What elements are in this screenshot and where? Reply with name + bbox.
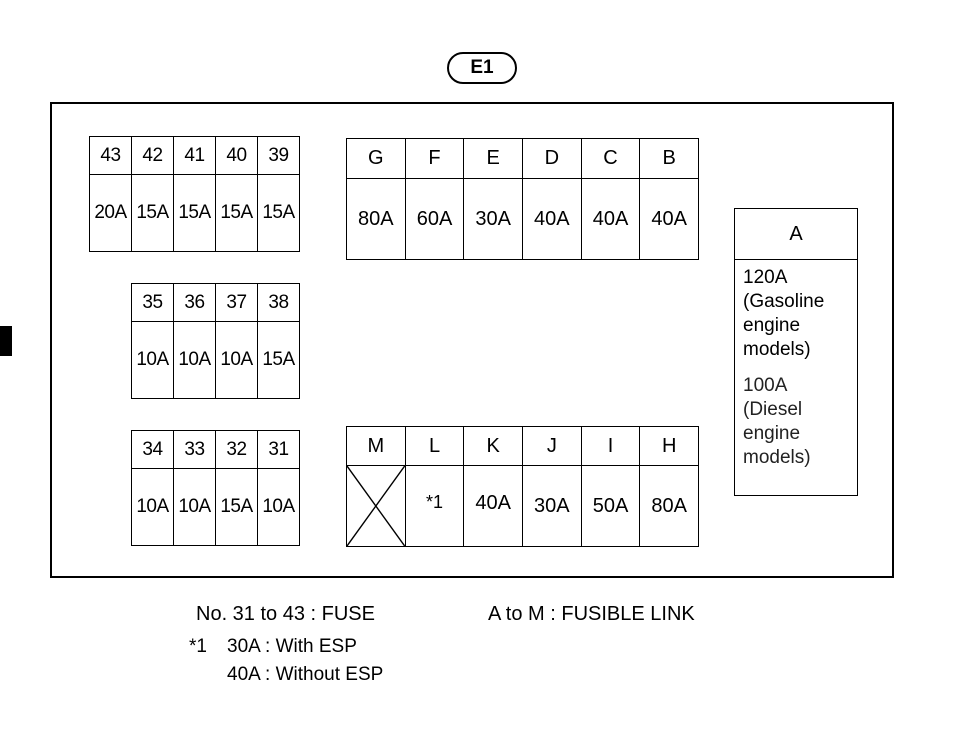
fuse-rating: 10A	[262, 496, 295, 517]
fuse-rating: 15A	[174, 175, 216, 251]
legend-fuse: No. 31 to 43 : FUSE	[196, 603, 375, 625]
link-letter: E	[464, 139, 524, 178]
link-letter: K	[464, 427, 524, 465]
fuse-number: 33	[174, 431, 216, 468]
edge-marker	[0, 326, 12, 356]
link-letter: B	[662, 147, 676, 169]
fuse-box-outline	[50, 102, 894, 578]
fuse-rating: 10A	[174, 469, 216, 545]
fuse-rating: 20A	[90, 175, 132, 251]
link-a-gasoline-line: engine	[743, 315, 801, 336]
link-a-diesel: 100A (Diesel engine models)	[743, 374, 857, 470]
link-letter: G	[347, 139, 406, 178]
link-letter: M	[347, 427, 406, 465]
link-a-gasoline-line: models)	[743, 339, 811, 360]
fuse-rating-row: 10A 10A 10A 15A	[132, 322, 299, 398]
fuse-rating: 10A	[132, 469, 174, 545]
legend-fusible-link: A to M : FUSIBLE LINK	[488, 603, 695, 625]
link-a-gasoline-rating: 120A	[743, 267, 788, 288]
link-block-a: A 120A (Gasoline engine models) 100A (Di…	[734, 208, 858, 496]
fuse-block-35-38: 35 36 37 38 10A 10A 10A 15A	[131, 283, 300, 399]
fuse-rating: 10A	[216, 322, 258, 398]
link-a-diesel-line: engine	[743, 423, 801, 444]
link-letter: D	[523, 139, 582, 178]
fuse-block-34-31: 34 33 32 31 10A 10A 15A 10A	[131, 430, 300, 546]
fuse-number: 39	[268, 144, 289, 166]
fuse-rating: 15A	[262, 202, 295, 223]
fuse-number: 35	[132, 284, 174, 321]
fuse-number: 37	[216, 284, 258, 321]
fuse-number: 38	[268, 291, 289, 313]
fuse-number: 36	[174, 284, 216, 321]
fuse-rating: 10A	[132, 322, 174, 398]
footnote-line-1: 30A : With ESP	[227, 636, 357, 657]
link-rating: 50A	[582, 466, 641, 546]
link-rating: 30A	[464, 179, 524, 259]
link-block-g-b: G F E D C B 80A 60A 30A 40A 40A 40A	[346, 138, 699, 260]
link-letter: L	[406, 427, 465, 465]
fuse-block-43-39: 43 42 41 40 39 20A 15A 15A 15A 15A	[89, 136, 300, 252]
fuse-number-row: 35 36 37 38	[132, 284, 299, 322]
fuse-rating: 15A	[132, 175, 174, 251]
fuse-number: 31	[268, 438, 289, 460]
link-rating: 80A	[651, 494, 687, 517]
link-rating: 40A	[651, 207, 687, 230]
link-block-m-h: M L K J I H *1 40A 30A 50A 80A	[346, 426, 699, 547]
link-letter: H	[661, 434, 677, 457]
link-a-diesel-rating: 100A	[743, 375, 788, 396]
link-rating: 40A	[523, 179, 582, 259]
link-letter: I	[582, 427, 641, 465]
fuse-rating-row: 10A 10A 15A 10A	[132, 469, 299, 545]
connector-label: E1	[470, 57, 494, 78]
link-letter-row: M L K J I H	[347, 427, 698, 466]
fuse-rating: 10A	[174, 322, 216, 398]
fuse-number: 34	[132, 431, 174, 468]
link-rating: 40A	[582, 179, 641, 259]
fuse-number: 32	[216, 431, 258, 468]
fuse-rating: 15A	[216, 469, 258, 545]
fuse-number: 42	[132, 137, 174, 174]
connector-badge: E1	[447, 52, 517, 84]
link-letter-row: G F E D C B	[347, 139, 698, 179]
fuse-rating-row: 20A 15A 15A 15A 15A	[90, 175, 299, 251]
fuse-number: 43	[90, 137, 132, 174]
footnote-marker: *1	[189, 636, 207, 657]
link-letter: F	[406, 139, 465, 178]
link-rating-row: *1 40A 30A 50A 80A	[347, 466, 698, 546]
link-rating-row: 80A 60A 30A 40A 40A 40A	[347, 179, 698, 259]
fuse-rating: 15A	[262, 349, 295, 370]
link-a-gasoline-line: (Gasoline	[743, 291, 825, 312]
footnote-line-2: 40A : Without ESP	[227, 664, 384, 685]
link-letter: J	[523, 427, 582, 465]
link-empty-slot	[347, 466, 406, 546]
link-rating: 80A	[347, 179, 406, 259]
link-rating: 60A	[406, 179, 465, 259]
fuse-rating: 15A	[216, 175, 258, 251]
fuse-number-row: 34 33 32 31	[132, 431, 299, 469]
link-a-description: 120A (Gasoline engine models) 100A (Dies…	[735, 260, 857, 470]
link-a-diesel-line: models)	[743, 447, 811, 468]
link-a-gasoline: 120A (Gasoline engine models)	[743, 266, 857, 362]
link-rating: 30A	[523, 466, 582, 546]
link-rating: *1	[406, 466, 465, 546]
link-letter: C	[582, 139, 641, 178]
link-a-diesel-line: (Diesel	[743, 399, 803, 420]
link-rating: 40A	[464, 466, 524, 546]
empty-slot-cross-icon	[347, 466, 405, 546]
link-a-label: A	[735, 209, 857, 260]
fuse-number: 40	[216, 137, 258, 174]
fuse-number: 41	[174, 137, 216, 174]
fuse-number-row: 43 42 41 40 39	[90, 137, 299, 175]
